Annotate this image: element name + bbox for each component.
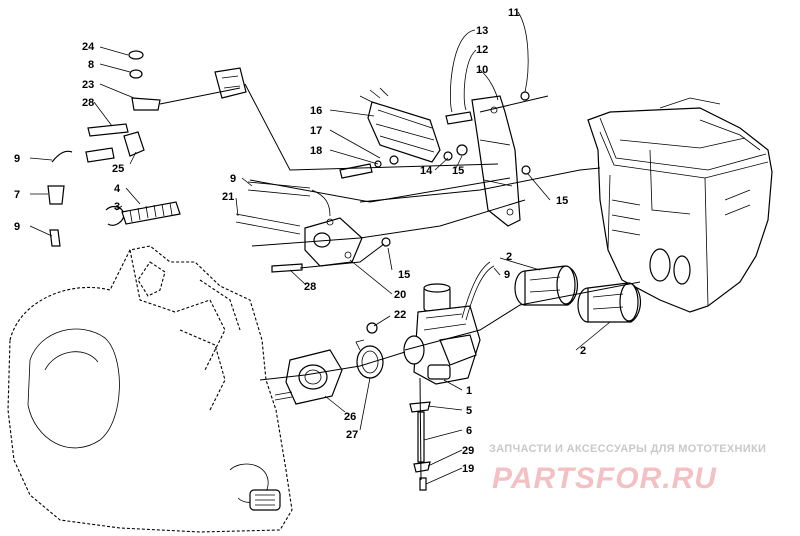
fuel-pump (304, 217, 363, 267)
callout-21: 21 (222, 191, 234, 203)
callout-4: 4 (114, 183, 121, 195)
callout-1: 1 (466, 385, 472, 397)
callout-29: 29 (462, 445, 474, 457)
callout-15-right: 15 (556, 195, 568, 207)
callout-labels: 11 13 12 10 24 8 23 28 16 17 18 14 15 15… (14, 7, 586, 475)
callout-9-lower: 9 (14, 221, 20, 233)
assembly-centerlines (159, 83, 641, 481)
callout-2-lower: 2 (580, 345, 586, 357)
callout-10: 10 (476, 64, 488, 76)
watermark-brand-logo: PARTSFOR.RU (492, 462, 717, 495)
callout-9-pump: 9 (230, 173, 236, 185)
callout-3: 3 (114, 201, 120, 213)
callout-26: 26 (344, 411, 356, 423)
cable-filter-element (359, 87, 441, 163)
callout-6: 6 (466, 425, 472, 437)
watermark-tagline: ЗАПЧАСТИ И АКСЕССУАРЫ ДЛЯ МОТОТЕХНИКИ (489, 443, 766, 455)
callout-16: 16 (310, 105, 322, 117)
callout-7: 7 (14, 189, 20, 201)
air-boot-lower (577, 282, 641, 323)
callout-15-lower: 15 (398, 269, 410, 281)
air-silencer-box (587, 97, 773, 313)
callout-12: 12 (476, 44, 488, 56)
callout-27: 27 (346, 429, 358, 441)
callout-9-left: 9 (14, 153, 20, 165)
callout-19: 19 (462, 463, 474, 475)
callout-28-top: 28 (82, 97, 94, 109)
callout-28-bottom: 28 (304, 281, 316, 293)
callout-25: 25 (112, 163, 124, 175)
callout-9-carb: 9 (504, 269, 510, 281)
callout-14: 14 (420, 165, 433, 177)
callout-23: 23 (82, 79, 94, 91)
callout-13: 13 (476, 25, 488, 37)
engine-crankcase (7, 245, 293, 533)
callout-17: 17 (310, 125, 322, 137)
callout-5: 5 (466, 405, 472, 417)
callout-15-upper: 15 (452, 165, 464, 177)
carburetor (403, 261, 495, 385)
callout-11: 11 (508, 7, 520, 19)
air-boot-upper (514, 265, 578, 306)
choke-bracket (214, 67, 247, 99)
mounting-bracket (471, 95, 521, 227)
callout-24: 24 (82, 41, 95, 53)
boot-clamp (355, 339, 384, 379)
callout-8: 8 (88, 59, 94, 71)
callout-18: 18 (310, 145, 322, 157)
hardware-left (47, 50, 181, 247)
leader-lines (29, 11, 611, 485)
callout-2-upper: 2 (506, 251, 512, 263)
callout-20: 20 (394, 289, 406, 301)
watermark: ЗАПЧАСТИ И АКСЕССУАРЫ ДЛЯ МОТОТЕХНИКИ PA… (489, 443, 766, 495)
intake-flange (274, 349, 343, 405)
callout-22: 22 (394, 309, 406, 321)
